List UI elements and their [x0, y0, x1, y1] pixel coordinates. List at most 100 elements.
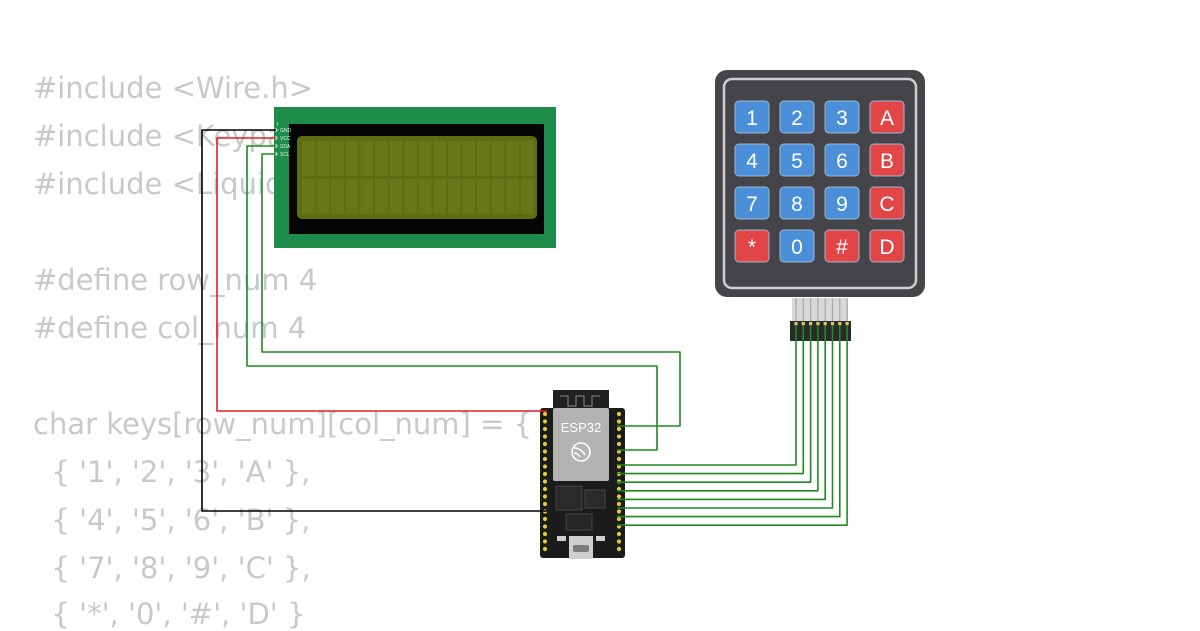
lcd-char-cell [360, 141, 373, 176]
key-button[interactable]: B [869, 143, 905, 177]
lcd-pin-label-vcc: VCC [280, 136, 291, 142]
key-button[interactable]: 1 [734, 100, 770, 134]
key-cap [734, 186, 770, 220]
key-label: 6 [836, 150, 848, 173]
lcd-char-cell [491, 141, 505, 176]
key-button[interactable]: A [869, 100, 905, 134]
code-line: { '*', '0', '#', 'D' } [33, 597, 306, 631]
esp32-pin [616, 539, 622, 544]
key-button[interactable]: 9 [824, 186, 860, 220]
key-cap [824, 186, 860, 220]
key-cap [734, 100, 770, 134]
lcd-module[interactable]: 1 GND VCC SDA SCL [274, 107, 556, 248]
lcd-char-cell [404, 141, 417, 176]
lcd-pin-label-sda: SDA [280, 144, 291, 150]
wire-keypad-line[interactable] [617, 325, 819, 492]
keypad-connector-pins [794, 322, 849, 326]
lcd-char-cell [331, 179, 344, 214]
wire-keypad-line[interactable] [617, 325, 841, 518]
key-button[interactable]: # [824, 229, 860, 263]
keypad-ribbon-traces [795, 298, 848, 321]
esp32-pin [542, 539, 548, 544]
esp32-label: ESP32 [561, 420, 601, 435]
key-label: 3 [836, 107, 848, 130]
wire-keypad-line[interactable] [617, 325, 827, 501]
connector-pin [809, 322, 813, 326]
wire-vcc[interactable] [216, 137, 547, 412]
lcd-char-cell [433, 141, 446, 176]
key-button[interactable]: * [734, 229, 770, 263]
esp32-usb-chip [565, 513, 593, 531]
esp32-pin [542, 419, 548, 424]
esp32-pin [616, 441, 622, 447]
esp32-pin [542, 426, 548, 432]
lcd-char-cell [521, 179, 534, 214]
connector-pin [823, 322, 827, 326]
esp32-pin [542, 486, 548, 492]
lcd-char-cell [462, 141, 476, 176]
lcd-char-cell [389, 141, 403, 176]
lcd-char-cell [506, 179, 519, 214]
wire-sda[interactable] [246, 145, 658, 451]
lcd-pin-label-gnd: GND [280, 128, 292, 134]
esp32-pin [616, 419, 622, 424]
key-cap [824, 100, 860, 134]
key-button[interactable]: D [869, 229, 905, 263]
code-line: char keys[row_num][col_num] = { [33, 407, 533, 441]
esp32-pin [542, 411, 548, 417]
esp32-left-pin-header [542, 411, 548, 552]
wire-keypad-line[interactable] [617, 325, 797, 466]
esp32-pin [542, 516, 548, 522]
lcd-char-cell [316, 179, 330, 214]
key-cap [779, 229, 815, 263]
antenna-trace [560, 395, 600, 407]
esp32-pin [542, 501, 548, 507]
key-label: 1 [746, 107, 758, 130]
key-button[interactable]: 5 [779, 143, 815, 177]
wire-keypad-line[interactable] [617, 325, 848, 527]
esp32-pin [542, 456, 548, 462]
lcd-char-cell [448, 179, 461, 214]
code-line: #define col_num 4 [33, 311, 307, 345]
espressif-logo-icon [571, 442, 591, 462]
key-button[interactable]: 6 [824, 143, 860, 177]
wire-keypad-line[interactable] [617, 325, 812, 484]
esp32-pin [616, 426, 622, 432]
lcd-char-cell [506, 141, 519, 176]
key-button[interactable]: 7 [734, 186, 770, 220]
keypad-connector [790, 321, 851, 341]
wire-keypad-line[interactable] [617, 325, 834, 509]
wire-gnd[interactable] [201, 129, 547, 512]
esp32-pin [542, 441, 548, 447]
wire-scl[interactable] [261, 153, 681, 427]
esp32-pin [542, 434, 548, 439]
boot-button [557, 536, 566, 541]
key-button[interactable]: 8 [779, 186, 815, 220]
key-cap [869, 229, 905, 263]
key-label: 4 [746, 150, 758, 173]
keypad-wires [617, 325, 848, 527]
connector-pin [830, 322, 835, 326]
key-cap [869, 143, 905, 177]
esp32-pin [616, 501, 622, 507]
key-cap [869, 100, 905, 134]
key-button[interactable]: 0 [779, 229, 815, 263]
key-label: * [748, 236, 756, 259]
key-button[interactable]: C [869, 186, 905, 220]
keypad-ribbon-connector [790, 298, 851, 341]
keypad-ribbon [792, 298, 848, 322]
esp32-board[interactable]: ESP32 [540, 390, 625, 559]
code-line: { '7', '8', '9', 'C' }, [33, 551, 311, 585]
key-button[interactable]: 2 [779, 100, 815, 134]
key-button[interactable]: 3 [824, 100, 860, 134]
wire-keypad-line[interactable] [617, 325, 805, 475]
esp32-pin [616, 516, 622, 522]
esp32-pin [542, 479, 548, 484]
key-label: 2 [791, 107, 803, 130]
key-button[interactable]: 4 [734, 143, 770, 177]
key-cap [779, 143, 815, 177]
esp32-pin [542, 494, 548, 499]
esp32-pin [542, 449, 548, 454]
